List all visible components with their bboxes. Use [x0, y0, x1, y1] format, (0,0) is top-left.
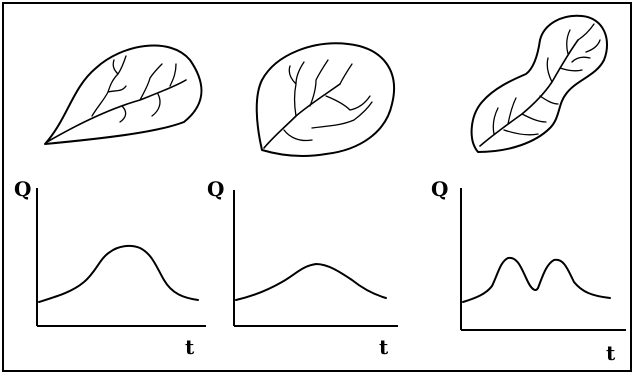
basin-3-hourglass [470, 14, 608, 153]
hydrograph-1: Q t [14, 177, 206, 359]
hydrograph-3: Q t [431, 177, 626, 365]
basin-3-outline [470, 14, 608, 153]
basin-1-main-channel [46, 79, 187, 143]
hydrograph-1-y-label: Q [14, 177, 31, 201]
hydrograph-2-x-label: t [379, 335, 389, 359]
hydrograph-2-y-label: Q [207, 177, 224, 201]
basin-2-tributaries [283, 59, 373, 142]
basin-3-tributaries [492, 23, 601, 136]
basin-1-tributaries [91, 55, 177, 123]
basin-1-outline [44, 44, 203, 145]
basin-3-main-channel [479, 39, 579, 147]
hydrograph-2: Q t [207, 177, 398, 359]
basin-1-elongated [44, 44, 203, 145]
hydrograph-3-curve [462, 256, 611, 303]
hydrograph-2-curve [235, 263, 387, 301]
hydrograph-1-curve [38, 244, 199, 303]
basin-2-round [255, 42, 395, 158]
basin-2-outline [255, 42, 395, 158]
hydrograph-1-x-label: t [185, 335, 195, 359]
hydrograph-3-x-label: t [606, 341, 616, 365]
hydrograph-3-y-label: Q [431, 177, 448, 201]
diagram-frame [2, 2, 632, 372]
